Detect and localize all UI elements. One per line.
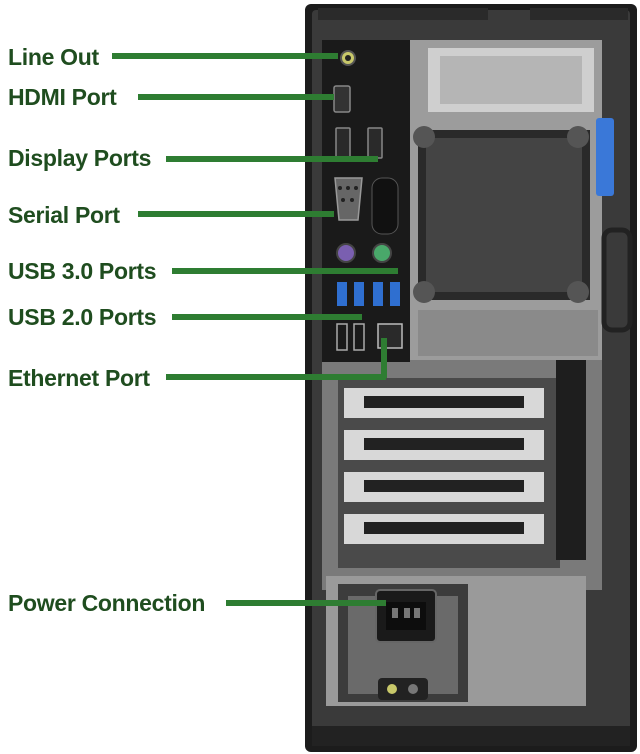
callout-usb2-ports [172, 314, 362, 320]
callout-display-ports [166, 156, 378, 162]
power-socket-icon [375, 589, 437, 643]
io-panel [322, 40, 410, 362]
label-usb2-ports: USB 2.0 Ports [8, 304, 157, 330]
callout-usb3-ports [172, 268, 398, 274]
label-line-out: Line Out [8, 44, 99, 70]
label-hdmi-port: HDMI Port [8, 84, 117, 110]
callout-ethernet-port [166, 374, 386, 380]
label-serial-port: Serial Port [8, 202, 120, 228]
expansion-slots [338, 360, 586, 568]
label-ethernet-port: Ethernet Port [8, 365, 150, 391]
callout-power-connection [226, 600, 386, 606]
label-power-connection: Power Connection [8, 590, 206, 616]
callout-hdmi-port [138, 94, 334, 100]
fan-grill [413, 126, 590, 303]
psu [326, 576, 586, 706]
callout-line-out [112, 53, 338, 59]
label-usb3-ports: USB 3.0 Ports [8, 258, 157, 284]
label-display-ports: Display Ports [8, 145, 152, 171]
callout-serial-port [138, 211, 334, 217]
callout-ethernet-riser [381, 338, 387, 378]
